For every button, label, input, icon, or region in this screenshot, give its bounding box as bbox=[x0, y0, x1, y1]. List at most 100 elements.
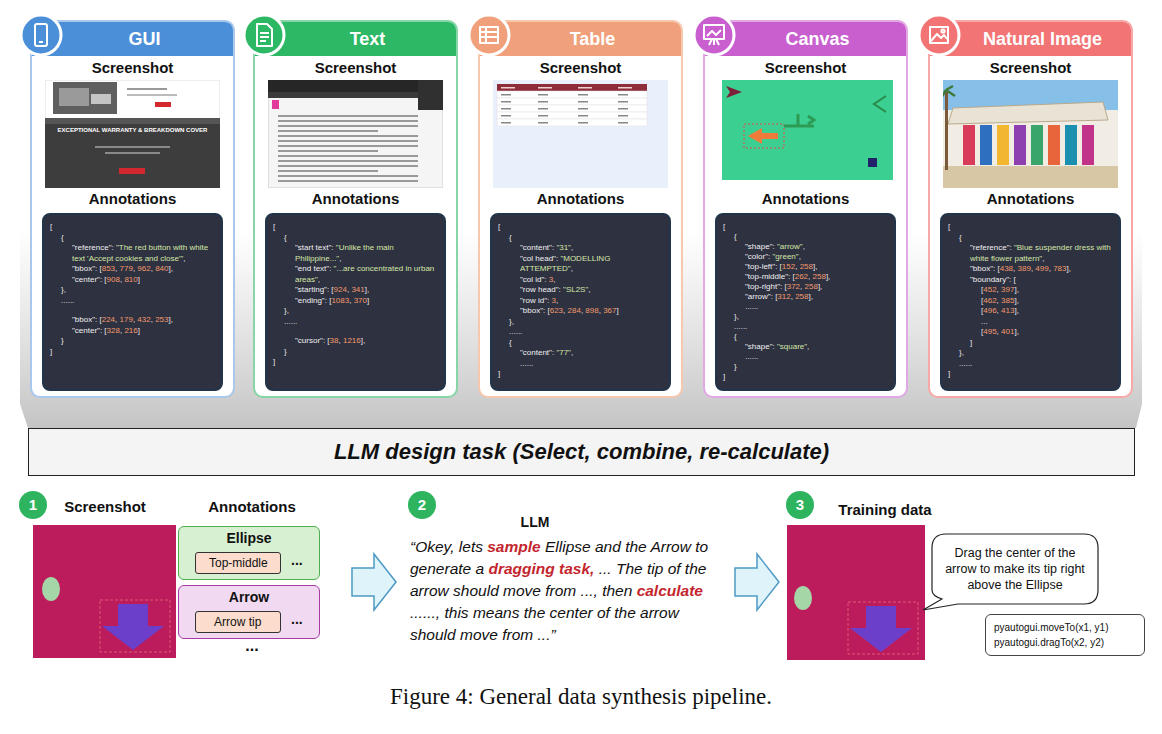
decoration bbox=[91, 94, 111, 104]
code-token: "ending" bbox=[295, 296, 325, 305]
code-token: : [ bbox=[780, 282, 787, 291]
quote-word: the bbox=[625, 538, 650, 555]
code-token: "center" bbox=[72, 326, 100, 335]
code-token: ...... bbox=[284, 317, 297, 326]
flow-arrow bbox=[735, 554, 779, 610]
decoration bbox=[538, 101, 548, 103]
decoration bbox=[278, 170, 378, 171]
card-title: GUI bbox=[56, 22, 233, 56]
decoration bbox=[943, 86, 955, 98]
decoration bbox=[784, 114, 814, 126]
code-token: : [ bbox=[543, 306, 550, 315]
field-name: Arrow tip bbox=[214, 612, 261, 632]
decoration bbox=[497, 112, 647, 119]
code-token: "start text" bbox=[295, 243, 331, 252]
code-token: , bbox=[151, 264, 155, 273]
code-token: ] bbox=[50, 347, 52, 356]
code-line: "content": "31", bbox=[498, 243, 663, 254]
code-token: "bbox" bbox=[72, 315, 95, 324]
code-line: "start text": "Unlike the main Philippin… bbox=[273, 243, 438, 264]
decoration bbox=[923, 534, 1098, 610]
decoration bbox=[469, 15, 509, 55]
code-line: "top-right": [372, 258], bbox=[723, 282, 888, 292]
code-line: } bbox=[50, 336, 215, 347]
field-name: Top-middle bbox=[209, 553, 268, 573]
annotation-field: Top-middle bbox=[195, 552, 281, 574]
decoration bbox=[997, 125, 1009, 165]
code-token: "31" bbox=[556, 243, 571, 252]
decoration bbox=[244, 15, 284, 55]
code-token: , bbox=[556, 296, 558, 305]
code-token: "top-left" bbox=[745, 262, 775, 271]
code-token: ] bbox=[138, 326, 140, 335]
code-token: ], bbox=[1014, 296, 1018, 305]
code-token: , bbox=[349, 296, 353, 305]
decoration bbox=[493, 80, 668, 188]
section-title: Annotations bbox=[32, 190, 233, 207]
code-token: "row head" bbox=[520, 285, 559, 294]
screenshot-thumbnail bbox=[493, 80, 668, 188]
code-token: ] bbox=[273, 357, 275, 366]
decoration bbox=[42, 577, 60, 601]
code-token: ...... bbox=[520, 359, 533, 368]
code-token: , bbox=[1013, 264, 1017, 273]
code-token: 253 bbox=[155, 315, 168, 324]
code-token: : [ bbox=[323, 336, 330, 345]
code-token: 38 bbox=[330, 336, 339, 345]
section-title: LLM bbox=[470, 514, 600, 530]
code-token: : bbox=[559, 285, 563, 294]
quote-word: the bbox=[524, 604, 550, 621]
decoration bbox=[480, 27, 498, 43]
code-token: [ bbox=[981, 327, 983, 336]
code-token: { bbox=[284, 233, 287, 242]
quote-word: lets bbox=[459, 538, 487, 555]
code-line: { bbox=[50, 233, 215, 244]
code-line: "bbox": [623, 284, 898, 367] bbox=[498, 306, 663, 317]
code-token: : bbox=[329, 264, 333, 273]
code-token: , bbox=[997, 327, 1001, 336]
annotation-box: Arrow tipArrow... bbox=[178, 585, 320, 639]
code-token: 840 bbox=[155, 264, 168, 273]
decoration bbox=[618, 87, 632, 89]
decoration bbox=[1048, 125, 1060, 165]
decoration bbox=[538, 87, 552, 89]
code-line: [452, 397], bbox=[948, 285, 1113, 296]
decoration bbox=[497, 105, 647, 112]
code-token: { bbox=[734, 232, 737, 241]
code-token: [ bbox=[948, 222, 950, 231]
code-token: : bbox=[552, 243, 556, 252]
code-token: , bbox=[803, 242, 805, 251]
code-token: "starting" bbox=[295, 285, 327, 294]
card-title: Canvas bbox=[729, 22, 906, 56]
code-token: [ bbox=[723, 222, 725, 231]
decoration bbox=[618, 94, 628, 96]
decoration bbox=[155, 102, 171, 107]
category-icon bbox=[691, 12, 737, 58]
decoration bbox=[45, 118, 220, 124]
code-line: [ bbox=[498, 222, 663, 233]
quote-word: should bbox=[453, 582, 503, 599]
decoration bbox=[941, 29, 944, 32]
code-token: , bbox=[120, 275, 124, 284]
code-line: [496, 413], bbox=[948, 306, 1113, 317]
code-token: [ bbox=[50, 222, 52, 231]
code-token: "top-right" bbox=[745, 282, 780, 291]
decoration bbox=[268, 80, 443, 188]
decoration bbox=[118, 604, 148, 626]
code-token: 397 bbox=[1001, 285, 1014, 294]
code-token: , bbox=[338, 336, 342, 345]
code-token: : [ bbox=[325, 296, 332, 305]
code-token: "shape" bbox=[745, 242, 772, 251]
code-token: : [ bbox=[100, 326, 107, 335]
code-token: , bbox=[1042, 254, 1044, 263]
code-token: "bbox" bbox=[970, 264, 993, 273]
code-token: "row id" bbox=[520, 296, 547, 305]
code-token: 779 bbox=[120, 264, 133, 273]
code-token: "77" bbox=[556, 348, 571, 357]
code-token: 367 bbox=[603, 306, 616, 315]
code-line: ...... bbox=[498, 359, 663, 370]
decoration bbox=[943, 166, 1118, 188]
flow-arrow bbox=[352, 554, 396, 610]
quote-word: from bbox=[545, 582, 580, 599]
code-line: { bbox=[498, 233, 663, 244]
